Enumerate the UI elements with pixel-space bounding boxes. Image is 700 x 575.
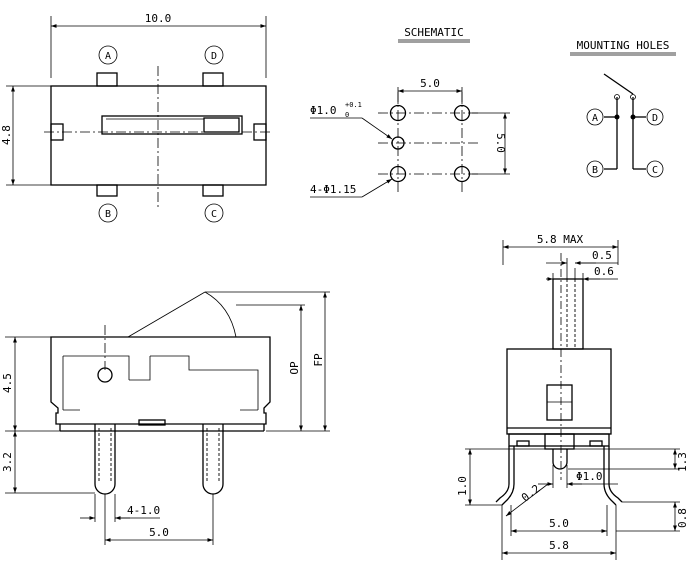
hole-bot-right	[453, 165, 471, 183]
top-body	[50, 85, 267, 186]
side-actuator-pivot	[97, 367, 113, 383]
hole-bot-left	[389, 165, 407, 183]
max-width-label: 5.8 MAX	[537, 233, 584, 246]
circuit-d-label: D	[652, 113, 658, 124]
circuit-view: MOUNTING HOLES A D B C	[570, 39, 676, 178]
pin-b-pad	[96, 184, 118, 197]
big-holes-label: 4-Φ1.15	[310, 183, 356, 196]
leg-right-label: 0.8	[676, 508, 689, 528]
end-body	[506, 348, 612, 435]
junction-left	[614, 114, 620, 120]
actuator-b-label: 0.6	[594, 265, 614, 278]
pin-d-label: D	[211, 51, 217, 62]
circuit-b-label: B	[592, 165, 598, 176]
switch-contact-left	[614, 94, 620, 100]
hole-top-left	[389, 104, 407, 122]
small-hole-label: Φ1.0	[310, 104, 337, 117]
small-hole-tol-upper: +0.1	[345, 101, 362, 109]
hole-top-right	[453, 104, 471, 122]
pin-d-pad	[202, 72, 224, 87]
side-body	[50, 336, 271, 425]
slider-knob	[203, 117, 240, 133]
pitch-y-label: 5.0	[494, 133, 507, 153]
pin-dia-label: Φ1.0	[576, 470, 603, 483]
end-leg-left	[495, 446, 510, 503]
pin-c-pad	[202, 184, 224, 197]
top-height-label: 4.8	[0, 125, 13, 145]
switch-contact-right	[630, 94, 636, 100]
pin-b-label: B	[105, 209, 111, 220]
slider-slot	[101, 115, 243, 135]
small-hole-tol-lower: 0	[345, 111, 349, 119]
op-label: OP	[288, 361, 301, 375]
top-width-label: 10.0	[145, 12, 172, 25]
pin-pitch-label: 5.0	[149, 526, 169, 539]
radius-label: 0.2	[519, 482, 543, 504]
side-view: OP FP 4.5 3.2 4-1.0 5.0	[1, 291, 330, 545]
pin-size-label: 4-1.0	[127, 504, 160, 517]
side-pin-left	[94, 424, 116, 495]
hole-mid-left	[391, 136, 405, 150]
junction-right	[630, 114, 636, 120]
circuit-a-label: A	[592, 113, 598, 124]
pin-length-label: 3.2	[1, 452, 14, 472]
end-center-pin	[552, 449, 568, 470]
pitch-x-label: 5.0	[420, 77, 440, 90]
body-height-label: 4.5	[1, 373, 14, 393]
pin-a-pad	[96, 72, 118, 87]
height-left-label: 1.0	[456, 476, 469, 496]
pin-c-label: C	[211, 209, 217, 220]
pin-a-label: A	[105, 51, 111, 62]
end-actuator	[552, 278, 584, 350]
actuator-a-label: 0.5	[592, 249, 612, 262]
inner-width-label: 5.0	[549, 517, 569, 530]
side-pin-right	[202, 424, 224, 495]
end-view: 5.8 MAX 0.5 0.6 1.3	[456, 233, 689, 560]
top-view: 10.0 4.8 A D B C	[0, 12, 273, 223]
pin-right-label: 1.3	[676, 452, 689, 472]
schematic-heading: SCHEMATIC	[404, 26, 464, 39]
footprint-view: SCHEMATIC 5.0 5.0 Φ1.0 +0.1 0 4-Φ1.15	[310, 26, 510, 198]
end-leg-right	[608, 446, 623, 503]
mounting-heading: MOUNTING HOLES	[577, 39, 670, 52]
outer-width-label: 5.8	[549, 539, 569, 552]
fp-label: FP	[312, 353, 325, 367]
circuit-c-label: C	[652, 165, 658, 176]
